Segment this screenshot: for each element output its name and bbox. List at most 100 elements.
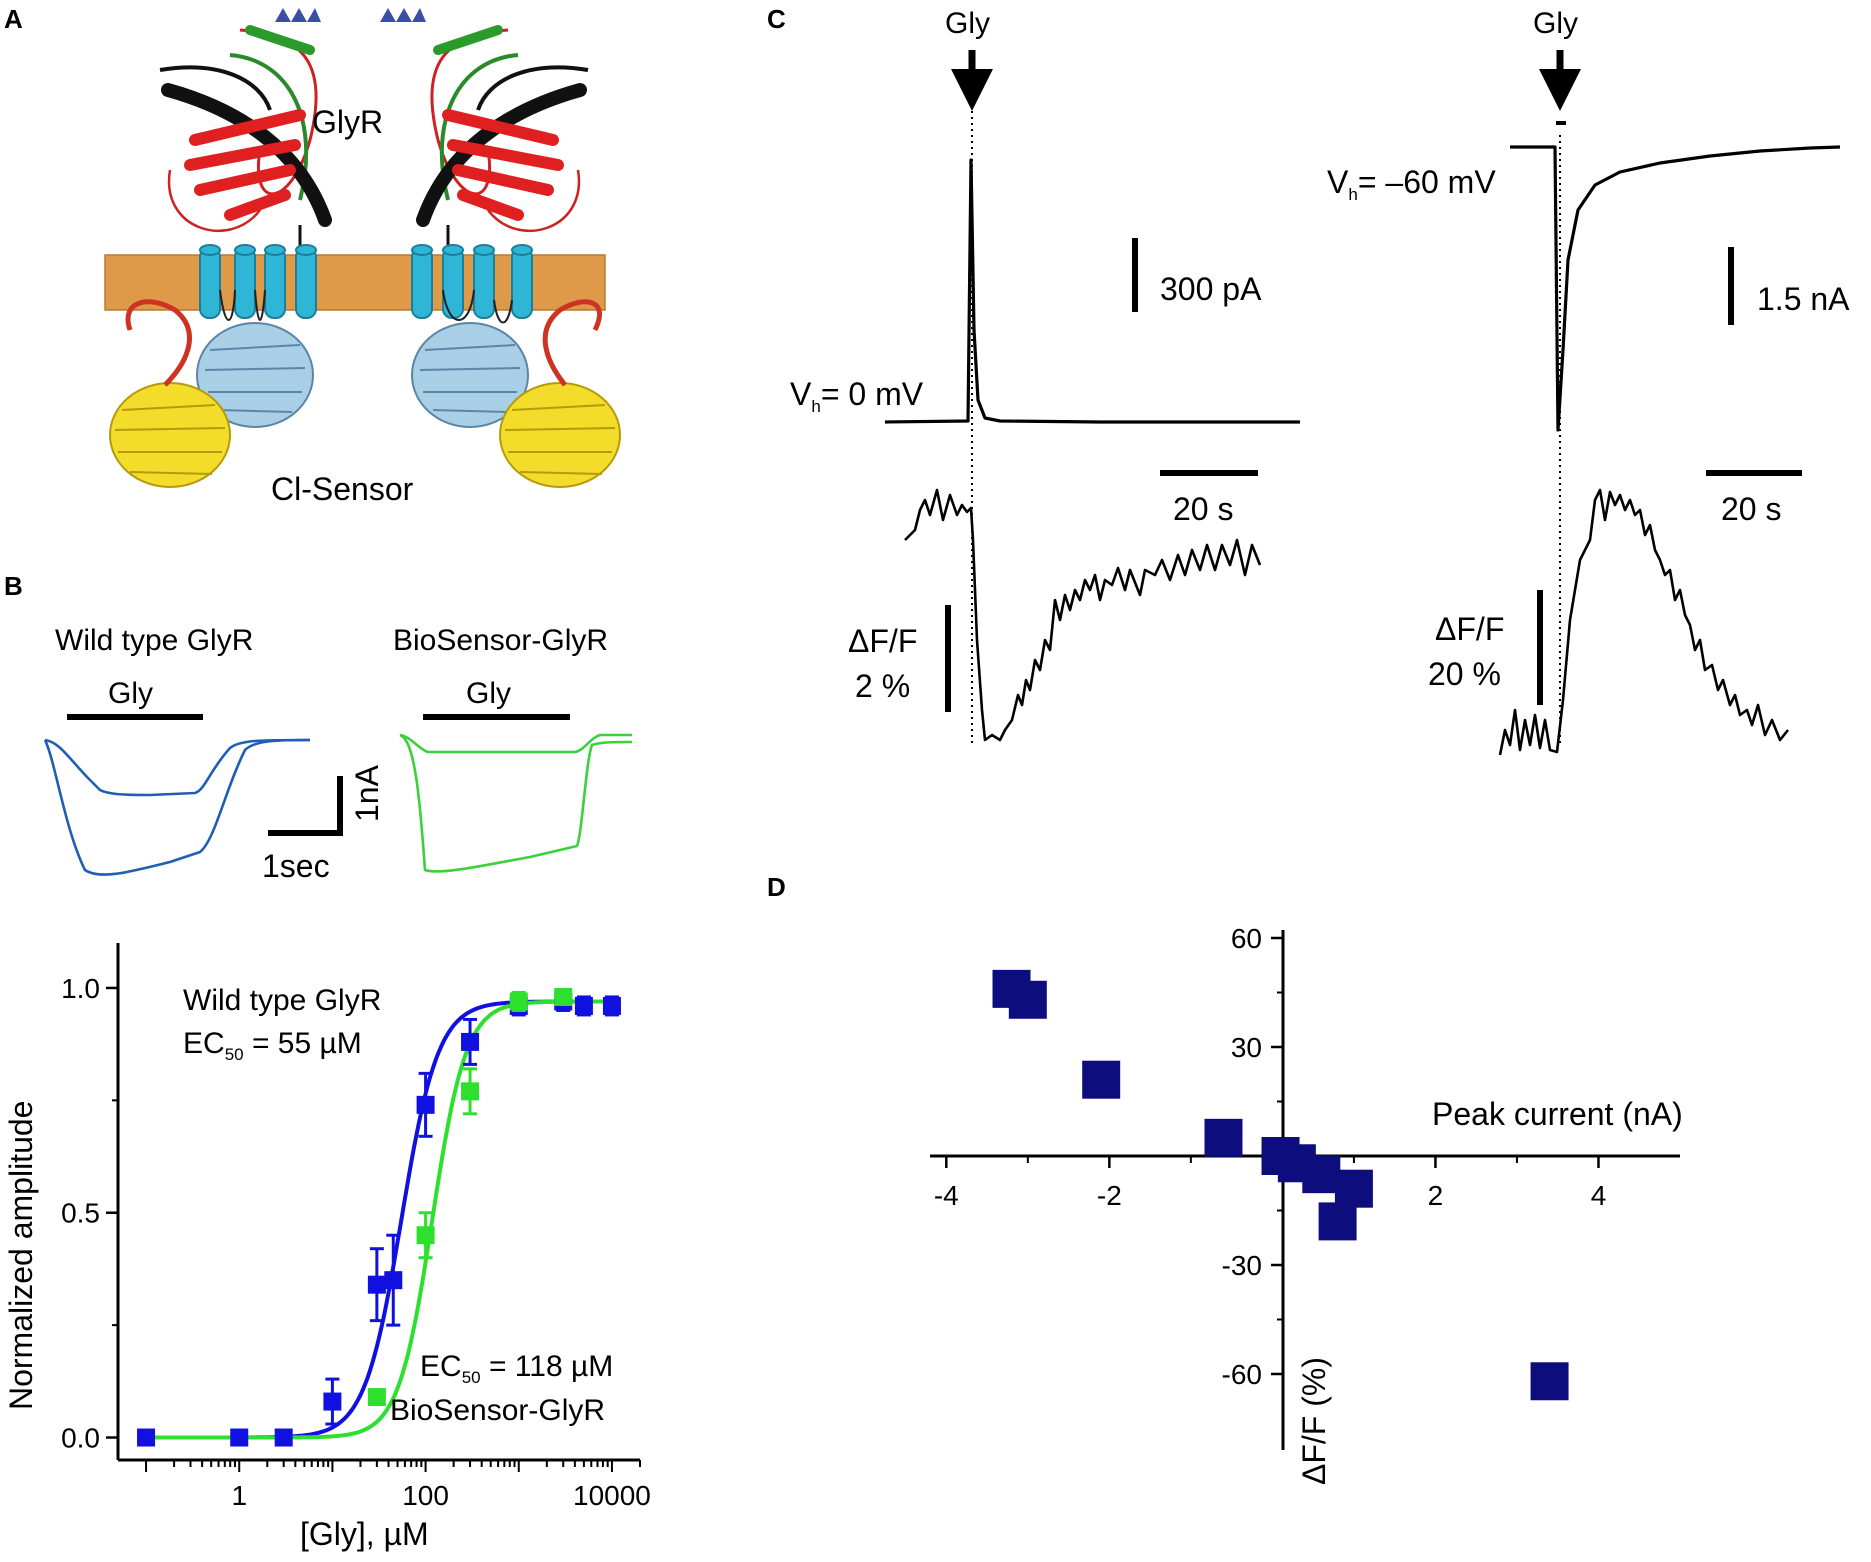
data-point-bio xyxy=(367,1388,386,1407)
time-scale-left: 20 s xyxy=(1173,491,1233,527)
dose-data-points xyxy=(137,987,621,1447)
df-scale-right: 20 % xyxy=(1428,656,1501,692)
dose-x-label: [Gly], µM xyxy=(300,1516,429,1552)
biosensor-title: BioSensor-GlyR xyxy=(393,624,608,657)
data-point-wild xyxy=(574,996,593,1015)
cl-sensor-label: Cl-Sensor xyxy=(271,471,414,507)
panel-letter-c: C xyxy=(767,4,786,34)
scatter-x-ticks: -4 -2 2 4 xyxy=(934,1156,1606,1211)
data-point-wild xyxy=(274,1428,293,1447)
data-point-bio xyxy=(461,1082,480,1101)
scatter-y-tick-label: 60 xyxy=(1231,923,1262,954)
wild-current-trace-small xyxy=(44,738,311,797)
scatter-point xyxy=(1008,980,1047,1019)
transmembrane-helices xyxy=(199,244,533,319)
scatter-x-tick-label: 2 xyxy=(1428,1180,1444,1211)
current-scale-bar xyxy=(268,776,343,836)
data-point-wild xyxy=(602,996,621,1015)
wild-current-trace-large xyxy=(43,738,311,876)
scatter-y-tick-label: -60 xyxy=(1222,1359,1262,1390)
scatter-point xyxy=(1318,1202,1357,1241)
fluorescence-trace-left xyxy=(904,488,1262,742)
scatter-x-label: Peak current (nA) xyxy=(1432,1096,1683,1132)
fit-curve-bio xyxy=(146,999,612,1440)
wild-type-title: Wild type GlyR xyxy=(55,624,253,657)
panel-letter-a: A xyxy=(4,4,23,34)
dose-x-tick-label: 1 xyxy=(231,1480,247,1511)
dose-y-label: Normalized amplitude xyxy=(3,1101,39,1410)
receptor-cap-left xyxy=(275,8,321,22)
gly-label-wild: Gly xyxy=(108,677,153,710)
panel-c-left: Gly 300 pA 20 s Vh= 0 mV ΔF/F 2 % xyxy=(790,7,1300,745)
panel-c-right: Gly 1.5 nA 20 s Vh= –60 mV ΔF/F 20 % xyxy=(1327,7,1850,756)
time-scale-right: 20 s xyxy=(1721,491,1781,527)
panel-b-traces: B Wild type GlyR BioSensor-GlyR Gly Gly … xyxy=(4,571,633,884)
dose-y-tick-label: 0.0 xyxy=(61,1423,100,1454)
scatter-x-tick-label: -2 xyxy=(1097,1180,1122,1211)
yfp-barrel-right xyxy=(499,299,621,488)
scatter-y-tick-label: 30 xyxy=(1231,1032,1262,1063)
bio-current-trace-large xyxy=(399,733,633,873)
holding-voltage-right: Vh= –60 mV xyxy=(1327,164,1496,204)
data-point-wild xyxy=(230,1428,249,1447)
scale-current-label: 1nA xyxy=(349,764,385,822)
data-point-wild xyxy=(416,1095,435,1114)
data-point-wild xyxy=(384,1271,403,1290)
glyr-protein-illustration xyxy=(104,8,621,488)
gly-label-bio: Gly xyxy=(466,677,511,710)
dose-y-ticks: 0.0 0.5 1.0 xyxy=(61,973,118,1454)
current-scale-left: 300 pA xyxy=(1160,271,1262,307)
data-point-wild xyxy=(367,1275,386,1294)
scatter-y-tick-label: -30 xyxy=(1222,1250,1262,1281)
dose-y-tick-label: 0.5 xyxy=(61,1198,100,1229)
legend-biosensor: BioSensor-GlyR xyxy=(390,1394,605,1427)
data-point-bio xyxy=(509,992,528,1011)
data-point-bio xyxy=(554,987,573,1006)
dose-x-tick-label: 10000 xyxy=(573,1480,651,1511)
gly-label-right: Gly xyxy=(1533,7,1578,40)
panel-c: C Gly 300 pA 20 s Vh= 0 mV ΔF/F 2 % Gly xyxy=(767,4,1850,756)
panel-a: A xyxy=(4,4,621,507)
scatter-point xyxy=(1530,1362,1569,1401)
dose-x-ticks: 1 100 10000 xyxy=(145,1460,651,1511)
scatter-point xyxy=(1204,1118,1243,1157)
current-trace-right xyxy=(1510,145,1841,432)
scatter-x-tick-label: 4 xyxy=(1591,1180,1607,1211)
scatter-points xyxy=(992,969,1569,1401)
panel-letter-b: B xyxy=(4,571,23,601)
scatter-y-ticks: 60 30 -30 -60 xyxy=(1222,923,1283,1390)
scatter-x-tick-label: -4 xyxy=(934,1180,959,1211)
data-point-bio xyxy=(416,1226,435,1245)
yfp-barrel-left xyxy=(109,299,231,488)
dose-y-tick-label: 1.0 xyxy=(61,973,100,1004)
current-scale-right: 1.5 nA xyxy=(1757,281,1850,317)
gly-label-left: Gly xyxy=(945,7,990,40)
receptor-right xyxy=(416,25,589,250)
scatter-y-label: ΔF/F (%) xyxy=(1296,1357,1332,1485)
data-point-wild xyxy=(323,1392,342,1411)
cfp-barrel-left xyxy=(196,322,314,428)
ec50-bio: EC50 = 118 µM xyxy=(420,1350,613,1387)
dose-fit-curves xyxy=(146,999,612,1440)
scatter-chart: D -4 -2 2 4 60 30 -30 -60 Peak current (nA) ΔF… xyxy=(767,872,1683,1485)
fluorescence-trace-right xyxy=(1498,488,1790,756)
scatter-point xyxy=(1302,1155,1341,1194)
holding-voltage-left: Vh= 0 mV xyxy=(790,376,924,416)
glyr-label: GlyR xyxy=(312,104,383,140)
dose-x-tick-label: 100 xyxy=(402,1480,449,1511)
df-label-left: ΔF/F xyxy=(848,623,917,659)
ec50-wild: EC50 = 55 µM xyxy=(183,1027,362,1064)
df-label-right: ΔF/F xyxy=(1435,611,1504,647)
dose-response-chart: 1 100 10000 0.0 0.5 1.0 [Gly], µM Normalized… xyxy=(3,943,651,1552)
receptor-cap-right xyxy=(380,8,426,22)
data-point-wild xyxy=(461,1032,480,1051)
df-scale-left: 2 % xyxy=(855,668,910,704)
panel-letter-d: D xyxy=(767,872,786,902)
scale-time-label: 1sec xyxy=(262,848,330,884)
scatter-point xyxy=(1082,1060,1121,1099)
receptor-left xyxy=(159,25,332,250)
legend-wild-type: Wild type GlyR xyxy=(183,984,381,1017)
cfp-barrel-right xyxy=(411,322,529,428)
scatter-point xyxy=(1334,1169,1373,1208)
